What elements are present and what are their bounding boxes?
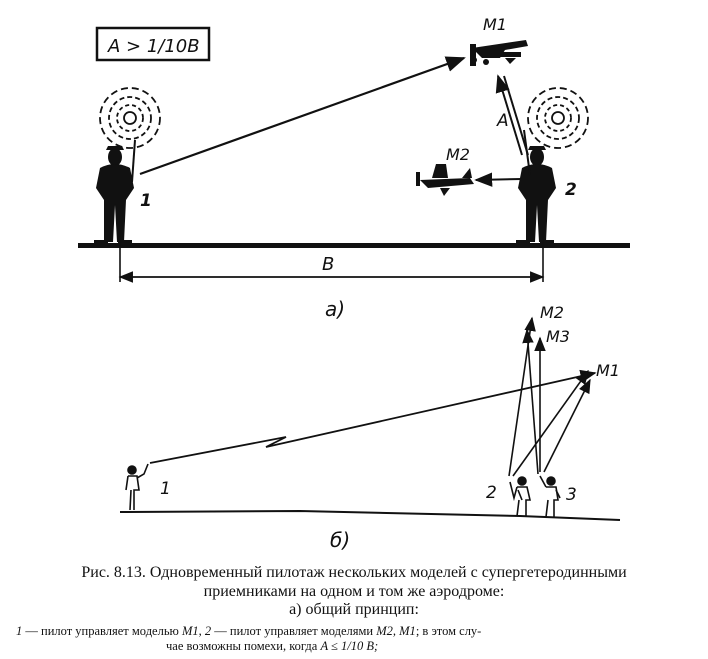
pilot-1-figure (94, 139, 136, 244)
label-m3: M3 (546, 327, 570, 346)
pilot-2-number: 2 (565, 180, 577, 200)
label-m2: M2 (540, 303, 564, 322)
pilot-b2-number: 2 (486, 483, 497, 503)
signals-b3 (522, 328, 591, 475)
caption-line-1: Рис. 8.13. Одновременный пилотаж несколь… (81, 564, 627, 581)
signal-1-to-m1 (139, 56, 466, 176)
panel-a: A > 1/10B 1 (78, 15, 630, 321)
pilot-b1-number: 1 (160, 479, 171, 499)
legend-2-models: M2, M1 (376, 624, 416, 638)
pilot-b1-figure (125, 463, 149, 511)
legend-tail: ; в этом слу- (415, 624, 482, 638)
signal-2-to-m2 (474, 172, 523, 187)
legend-2-number: 2 (204, 624, 212, 638)
ground-b (119, 509, 621, 521)
model-m2-label: M2 (446, 145, 470, 164)
legend-1-model: M1 (182, 624, 199, 638)
panel-b: 1 2 3 M2 M3 M1 б) (119, 303, 621, 552)
radio-waves-1 (99, 87, 161, 149)
legend-1-text: — пилот управляет моделью (22, 624, 182, 638)
signal-2-to-m1 (495, 74, 529, 156)
panel-a-letter: a) (325, 297, 345, 321)
caption-legend: 1 — пилот управляет моделью M1, 2 — пило… (16, 624, 482, 653)
panel-b-letter: б) (330, 528, 350, 552)
pilot-2-figure (516, 129, 556, 244)
legend-1-number: 1 (16, 624, 23, 638)
caption-line-2: приемниками на одном и том же аэродроме: (203, 583, 505, 600)
distance-b-dimension (118, 230, 545, 283)
signal-b1-to-m1 (149, 369, 597, 464)
condition-box-text: A > 1/10B (107, 36, 200, 57)
distance-b-label: B (322, 254, 334, 275)
legend-2-text: — пилот управляет моделями (211, 624, 377, 638)
pilot-b2-figure (509, 476, 532, 517)
model-m2-plane (416, 164, 474, 196)
legend-condition: A ≤ 1/10 B; (320, 639, 379, 653)
ground (78, 243, 630, 248)
label-m1: M1 (596, 361, 620, 380)
pilot-b3-figure (539, 475, 561, 518)
condition-box (95, 26, 211, 62)
model-m1-plane (470, 40, 528, 66)
pilot-1-number: 1 (140, 191, 152, 211)
radio-waves-2 (527, 87, 589, 149)
pilot-b3-number: 3 (566, 485, 577, 505)
distance-a-label: A (496, 111, 509, 131)
model-m1-label: M1 (483, 15, 507, 34)
legend-line-2: чае возможны помехи, когда (166, 639, 321, 653)
caption-line-3: а) общий принцип: (289, 601, 419, 618)
